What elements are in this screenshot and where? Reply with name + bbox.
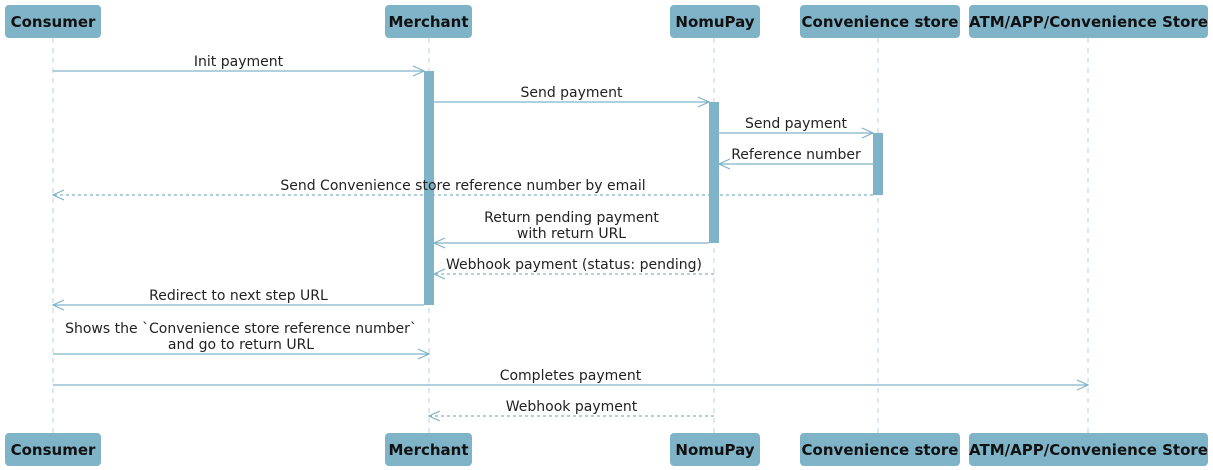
participant-box bbox=[670, 433, 760, 466]
message-nomupay-to-merchant: Webhook payment bbox=[427, 399, 714, 422]
participant-label: ATM/APP/Convenience Store bbox=[969, 13, 1208, 31]
arrow-head-icon bbox=[861, 127, 875, 139]
participant-merchant-top: Merchant bbox=[385, 5, 472, 38]
participant-box bbox=[385, 433, 472, 466]
participant-box bbox=[5, 433, 101, 466]
participant-box bbox=[969, 5, 1208, 38]
arrow-head-icon bbox=[432, 237, 446, 249]
message-label: Send Convenience store reference number … bbox=[280, 178, 645, 194]
message-label: Webhook payment (status: pending) bbox=[446, 257, 702, 273]
activation-bar-store bbox=[873, 133, 883, 195]
participant-atm-top: ATM/APP/Convenience Store bbox=[969, 5, 1208, 38]
message-label: Completes payment bbox=[500, 368, 642, 384]
arrow-head-icon bbox=[51, 299, 65, 311]
message-label: Send payment bbox=[520, 85, 623, 101]
participant-box bbox=[385, 5, 472, 38]
participant-box bbox=[670, 5, 760, 38]
participant-box bbox=[5, 5, 101, 38]
activation-bar-merchant bbox=[424, 71, 434, 305]
arrow-head-icon bbox=[432, 268, 446, 280]
participant-label: Convenience store bbox=[802, 441, 959, 459]
activation-bar-nomupay bbox=[709, 102, 719, 243]
message-merchant-to-nomupay: Send payment bbox=[434, 85, 711, 108]
message-label: and go to return URL bbox=[168, 337, 314, 353]
message-consumer-to-merchant: Shows the `Convenience store reference n… bbox=[53, 321, 431, 360]
participant-label: Merchant bbox=[388, 441, 468, 459]
participant-label: ATM/APP/Convenience Store bbox=[969, 441, 1208, 459]
participant-merchant-bottom: Merchant bbox=[385, 433, 472, 466]
message-nomupay-to-merchant: Webhook payment (status: pending) bbox=[432, 257, 714, 280]
message-label: Shows the `Convenience store reference n… bbox=[65, 321, 417, 337]
participant-store-top: Convenience store bbox=[800, 5, 960, 38]
message-label: with return URL bbox=[517, 226, 626, 242]
message-label: Reference number bbox=[731, 147, 861, 163]
participant-label: Convenience store bbox=[802, 13, 959, 31]
participant-store-bottom: Convenience store bbox=[800, 433, 960, 466]
participant-nomupay-top: NomuPay bbox=[670, 5, 760, 38]
arrow-head-icon bbox=[51, 189, 65, 201]
message-store-to-consumer: Send Convenience store reference number … bbox=[51, 178, 873, 201]
participant-box bbox=[800, 433, 960, 466]
arrow-head-icon bbox=[717, 158, 731, 170]
arrow-head-icon bbox=[412, 65, 426, 77]
arrow-head-icon bbox=[697, 96, 711, 108]
participant-box bbox=[800, 5, 960, 38]
message-label: Return pending payment bbox=[484, 210, 659, 226]
message-consumer-to-atm: Completes payment bbox=[53, 368, 1090, 391]
message-store-to-nomupay: Reference number bbox=[717, 147, 873, 170]
arrow-head-icon bbox=[417, 348, 431, 360]
participant-box bbox=[969, 433, 1208, 466]
participant-label: NomuPay bbox=[675, 13, 754, 31]
message-label: Send payment bbox=[745, 116, 848, 132]
participant-atm-bottom: ATM/APP/Convenience Store bbox=[969, 433, 1208, 466]
participant-label: NomuPay bbox=[675, 441, 754, 459]
message-nomupay-to-store: Send payment bbox=[719, 116, 875, 139]
participant-label: Consumer bbox=[11, 13, 96, 31]
message-consumer-to-merchant: Init payment bbox=[53, 54, 426, 77]
message-label: Init payment bbox=[194, 54, 284, 70]
participant-nomupay-bottom: NomuPay bbox=[670, 433, 760, 466]
participant-consumer-top: Consumer bbox=[5, 5, 101, 38]
message-label: Redirect to next step URL bbox=[149, 288, 328, 304]
message-label: Webhook payment bbox=[506, 399, 638, 415]
message-merchant-to-consumer: Redirect to next step URL bbox=[51, 288, 424, 311]
arrow-head-icon bbox=[427, 410, 441, 422]
participant-consumer-bottom: Consumer bbox=[5, 433, 101, 466]
arrow-head-icon bbox=[1076, 379, 1090, 391]
participant-label: Merchant bbox=[388, 13, 468, 31]
participant-label: Consumer bbox=[11, 441, 96, 459]
